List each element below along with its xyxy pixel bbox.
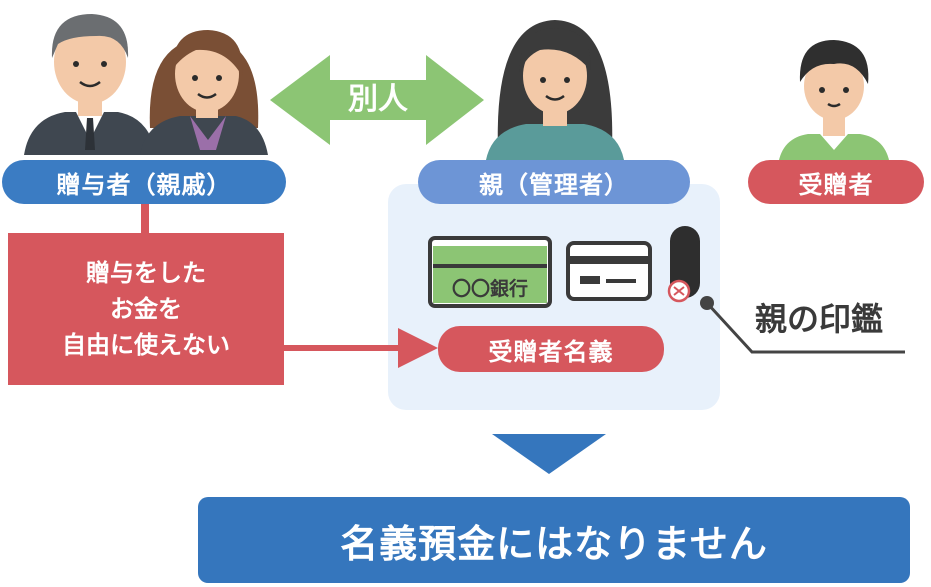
separate-label: 別人: [348, 82, 408, 117]
restriction-arrow-shaft: [284, 345, 402, 351]
donor-man-figure: [24, 14, 156, 155]
donor-woman-figure: [140, 30, 268, 155]
recipient-label: 受贈者: [748, 160, 924, 204]
bankbook-text: 〇〇銀行: [451, 278, 528, 300]
seal-pointer-line: [705, 301, 905, 354]
donor-restriction-line-1: 贈与をした: [86, 259, 206, 287]
cash-card-icon: [566, 241, 652, 301]
seal-stamp-icon: [667, 226, 700, 303]
restriction-arrow-head: [398, 328, 438, 368]
account-name-label: 受贈者名義: [438, 326, 664, 372]
donor-restriction-line-2: お金を: [110, 295, 182, 323]
donor-restriction-box: 贈与をした お金を 自由に使えない: [8, 233, 284, 385]
recipient-figure: [778, 40, 890, 165]
separate-double-arrow: [270, 55, 484, 145]
donor-label: 贈与者（親戚）: [2, 160, 286, 204]
down-arrow: [492, 434, 606, 474]
seal-label: 親の印鑑: [755, 300, 884, 338]
parent-woman-figure: [486, 20, 624, 160]
donor-restriction-line-3: 自由に使えない: [62, 331, 230, 359]
bankbook-icon: [428, 236, 552, 308]
conclusion-banner: 名義預金にはなりません: [198, 497, 910, 583]
donor-connector-line: [141, 204, 149, 234]
manager-label: 親（管理者）: [418, 160, 690, 204]
